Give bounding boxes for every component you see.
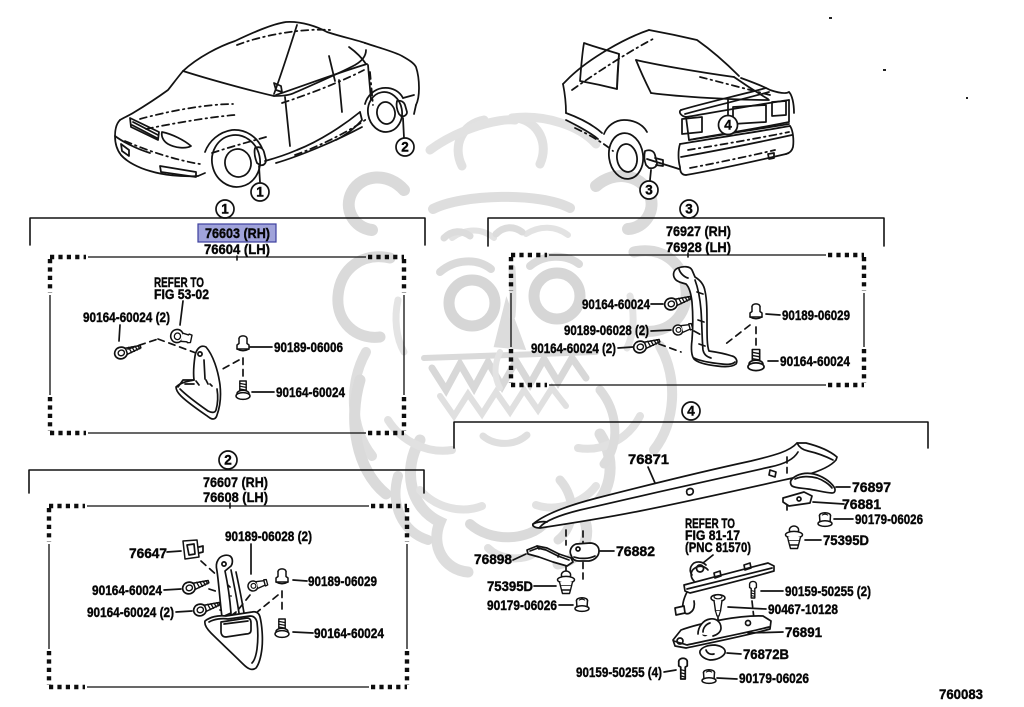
svg-text:90189-06006: 90189-06006 — [274, 339, 343, 355]
svg-text:76603 (RH): 76603 (RH) — [205, 225, 270, 241]
svg-text:760083: 760083 — [939, 686, 983, 702]
svg-text:76928 (LH): 76928 (LH) — [666, 239, 731, 255]
svg-text:75395D: 75395D — [487, 578, 533, 594]
svg-text:90164-60024 (2): 90164-60024 (2) — [87, 604, 174, 620]
svg-text:90467-10128: 90467-10128 — [768, 601, 838, 617]
svg-text:FIG 53-02: FIG 53-02 — [154, 286, 209, 302]
svg-text:4: 4 — [724, 118, 732, 133]
svg-text:90164-60024: 90164-60024 — [314, 625, 384, 641]
svg-text:90164-60024 (2): 90164-60024 (2) — [83, 309, 170, 325]
svg-text:76927 (RH): 76927 (RH) — [666, 223, 731, 239]
svg-text:76881: 76881 — [842, 496, 881, 512]
svg-text:90189-06028 (2): 90189-06028 (2) — [564, 322, 649, 338]
svg-text:4: 4 — [687, 404, 695, 419]
svg-text:3: 3 — [685, 202, 693, 217]
svg-text:75395D: 75395D — [823, 532, 869, 548]
svg-text:REFER TO: REFER TO — [685, 515, 735, 531]
svg-text:76872B: 76872B — [743, 646, 789, 662]
svg-text:1: 1 — [256, 185, 264, 200]
svg-text:1: 1 — [221, 202, 229, 217]
svg-text:90164-60024: 90164-60024 — [582, 296, 650, 312]
svg-text:76882: 76882 — [616, 543, 655, 559]
svg-text:(PNC 81570): (PNC 81570) — [685, 539, 751, 555]
svg-text:FIG 81-17: FIG 81-17 — [685, 527, 740, 543]
svg-text:90179-06026: 90179-06026 — [855, 511, 923, 527]
svg-text:REFER TO: REFER TO — [154, 274, 204, 290]
svg-text:76604 (LH): 76604 (LH) — [204, 241, 270, 257]
svg-text:76871: 76871 — [628, 451, 669, 467]
svg-text:90189-06029: 90189-06029 — [782, 307, 850, 323]
svg-text:2: 2 — [224, 453, 232, 468]
svg-text:76607 (RH): 76607 (RH) — [203, 474, 268, 490]
svg-text:3: 3 — [645, 183, 653, 198]
svg-text:90189-06029: 90189-06029 — [308, 573, 377, 589]
svg-text:90164-60024: 90164-60024 — [276, 384, 345, 400]
svg-text:76647: 76647 — [129, 545, 167, 561]
svg-text:90159-50255 (2): 90159-50255 (2) — [785, 583, 871, 599]
svg-text:76608 (LH): 76608 (LH) — [203, 489, 268, 505]
svg-text:2: 2 — [401, 140, 409, 155]
svg-text:76891: 76891 — [785, 624, 822, 640]
svg-text:90189-06028 (2): 90189-06028 (2) — [225, 528, 312, 544]
svg-text:90159-50255 (4): 90159-50255 (4) — [576, 664, 662, 680]
svg-text:90164-60024: 90164-60024 — [780, 353, 850, 369]
svg-text:90179-06026: 90179-06026 — [487, 597, 557, 613]
svg-text:90179-06026: 90179-06026 — [739, 670, 809, 686]
svg-text:76898: 76898 — [474, 551, 512, 567]
svg-text:90164-60024: 90164-60024 — [92, 582, 162, 598]
svg-text:76897: 76897 — [852, 479, 891, 495]
svg-text:90164-60024 (2): 90164-60024 (2) — [531, 340, 616, 356]
